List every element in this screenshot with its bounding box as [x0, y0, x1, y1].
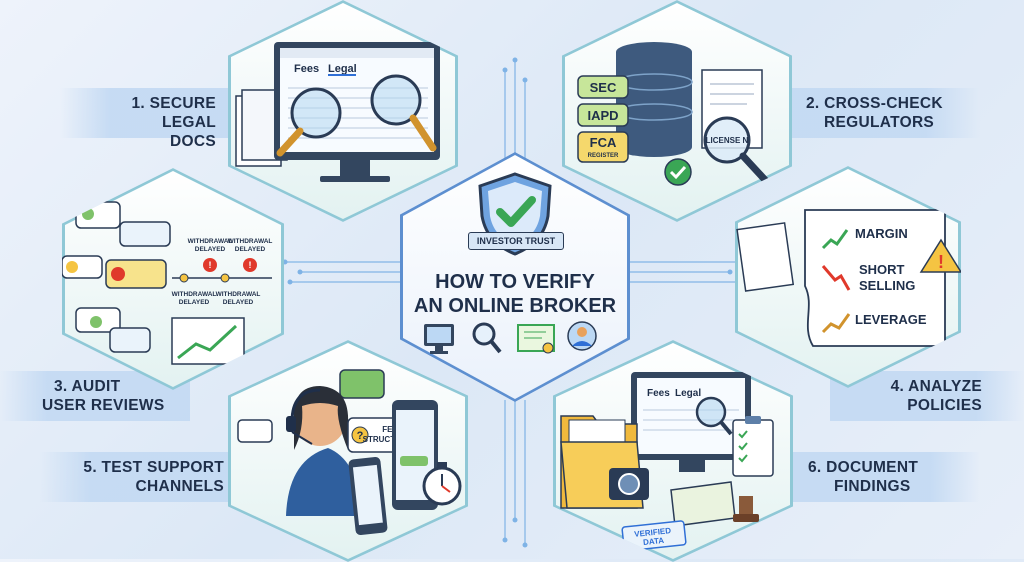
hex-document-findings: Fees Legal VERIFIED DATA [553, 340, 793, 562]
label-band-5 [40, 452, 245, 502]
label-band-1 [60, 88, 260, 138]
center-title-line1: HOW TO VERIFY [435, 271, 595, 293]
review-withdrawal-3: WITHDRAWAL [172, 291, 217, 298]
certificate-icon [517, 324, 555, 354]
label-band-2 [760, 88, 980, 138]
support-illustration: ? FEE STRUCTURES [237, 369, 462, 535]
policies-illustration: MARGIN ! SHORT SELLING LEVERAGE [736, 209, 961, 347]
policy-leverage: LEVERAGE [855, 312, 927, 327]
hex-audit-user-reviews: WITHDRAWAL DELAYED WITHDRAWAL DELAYED ! … [62, 168, 284, 390]
svg-text:!: ! [249, 260, 252, 270]
policy-short: SHORT [859, 262, 905, 277]
user-icon [567, 321, 597, 351]
hex-test-support-channels: ? FEE STRUCTURES [228, 340, 468, 562]
support-fee: FEE [382, 425, 398, 434]
findings-tab-fees: Fees [647, 388, 670, 399]
findings-tab-legal: Legal [675, 388, 701, 399]
review-withdrawal-2: WITHDRAWAL [228, 238, 273, 245]
hex-secure-legal-docs: Fees Legal [228, 0, 458, 222]
findings-data: DATA [643, 536, 665, 547]
findings-verified: VERIFIED [634, 526, 672, 539]
review-delayed-2: DELAYED [235, 246, 266, 253]
svg-text:!: ! [938, 252, 944, 272]
legal-docs-illustration: Fees Legal [235, 42, 440, 182]
reviews-illustration: WITHDRAWAL DELAYED WITHDRAWAL DELAYED ! … [62, 201, 273, 365]
review-delayed-1: DELAYED [195, 246, 226, 253]
findings-illustration: Fees Legal VERIFIED DATA [560, 372, 774, 552]
legal-tab-fees: Fees [294, 63, 319, 75]
review-delayed-3: DELAYED [179, 299, 210, 306]
review-withdrawal-4: WITHDRAWAL [216, 291, 261, 298]
investor-trust-badge: INVESTOR TRUST [468, 232, 564, 250]
review-withdrawal-1: WITHDRAWAL [188, 238, 233, 245]
reg-sec: SEC [590, 80, 617, 95]
monitor-icon [424, 324, 454, 354]
hex-analyze-policies: MARGIN ! SHORT SELLING LEVERAGE [735, 166, 961, 388]
center-title-line2: AN ONLINE BROKER [413, 295, 617, 317]
reg-fca: FCA [590, 135, 617, 150]
svg-text:?: ? [357, 430, 364, 442]
regulators-illustration: SEC IAPD FCA REGISTER LICENSE N [577, 42, 771, 186]
legal-tab-legal: Legal [328, 63, 357, 75]
reg-iapd: IAPD [587, 108, 618, 123]
review-delayed-4: DELAYED [223, 299, 254, 306]
support-structures: STRUCTURES [363, 435, 418, 444]
reg-fca-register: REGISTER [588, 153, 619, 159]
center-icons [424, 321, 597, 354]
svg-text:!: ! [209, 260, 212, 270]
policy-selling: SELLING [859, 278, 915, 293]
label-band-6 [780, 452, 980, 502]
policy-margin: MARGIN [855, 226, 908, 241]
reg-license: LICENSE N [706, 136, 749, 145]
magnifier-icon [472, 322, 502, 354]
